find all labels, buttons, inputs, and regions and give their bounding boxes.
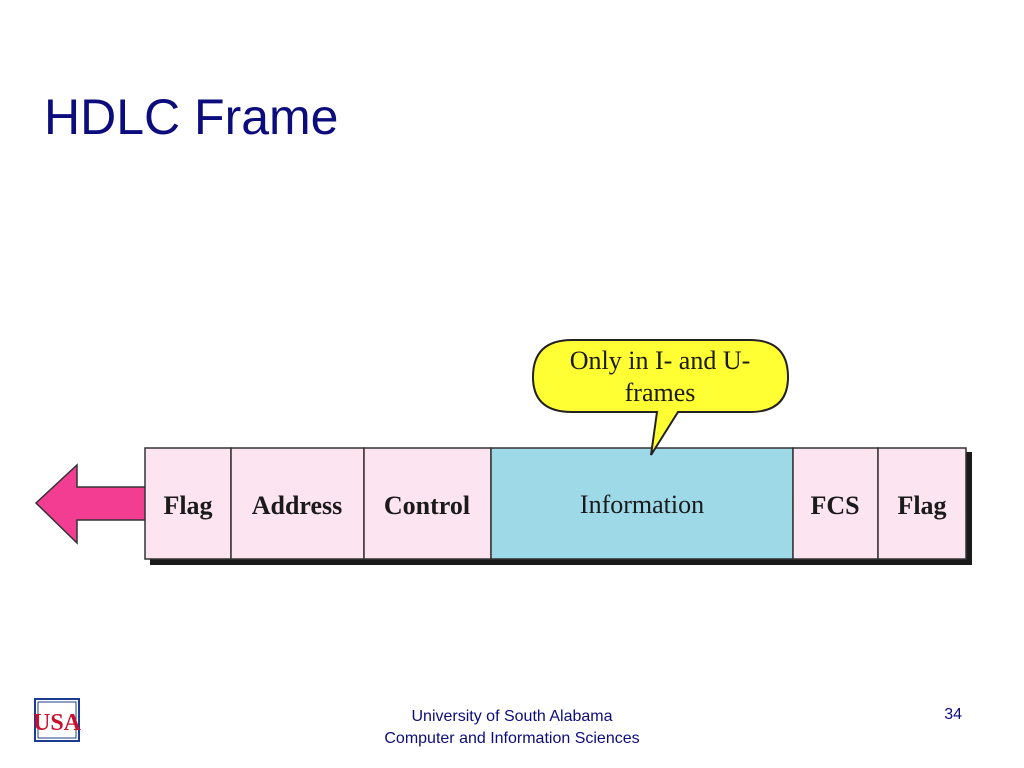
university-seal-icon: USA bbox=[34, 698, 82, 742]
page-title: HDLC Frame bbox=[44, 89, 339, 145]
field-label: Address bbox=[252, 491, 343, 520]
field-label: Information bbox=[580, 490, 704, 519]
footer-university: University of South Alabama bbox=[411, 708, 613, 725]
left-arrow-icon bbox=[34, 463, 147, 545]
frame-field-flag-start: Flag bbox=[144, 447, 232, 560]
footer: University of South Alabama Computer and… bbox=[0, 706, 1024, 750]
footer-department: Computer and Information Sciences bbox=[384, 730, 640, 747]
field-label: Flag bbox=[163, 491, 212, 520]
field-label: FCS bbox=[810, 491, 859, 520]
frame-field-address: Address bbox=[230, 447, 365, 560]
page-number: 34 bbox=[944, 706, 962, 723]
frame-field-information: Information bbox=[490, 447, 794, 560]
logo-text: USA bbox=[34, 710, 82, 736]
field-label: Control bbox=[384, 491, 470, 520]
callout-bubble: Only in I- and U- frames bbox=[531, 339, 790, 456]
callout-line1: Only in I- and U- bbox=[570, 346, 751, 375]
callout-line2: frames bbox=[625, 378, 696, 407]
frame-field-flag-end: Flag bbox=[877, 447, 967, 560]
field-label: Flag bbox=[897, 491, 946, 520]
frame-field-fcs: FCS bbox=[792, 447, 879, 560]
frame-field-control: Control bbox=[363, 447, 492, 560]
